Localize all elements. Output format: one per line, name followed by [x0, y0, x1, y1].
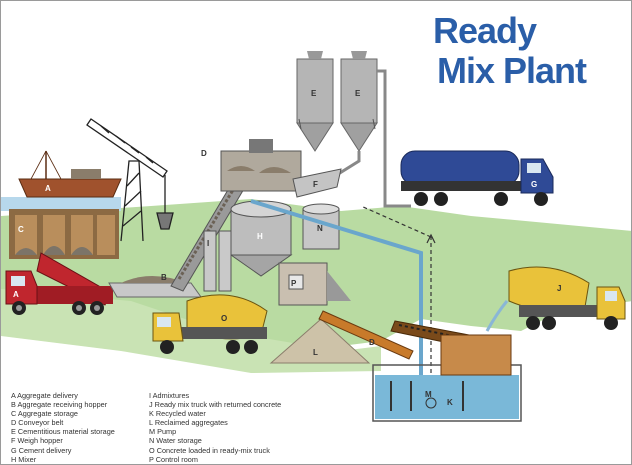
page-title-line-1: Ready: [433, 10, 537, 51]
legend-left-column: A Aggregate delivery B Aggregate receivi…: [11, 391, 115, 464]
label-o: O: [221, 314, 227, 323]
legend-item: I Admixtures: [149, 391, 190, 400]
page-title-line-2: Mix Plant: [437, 50, 587, 91]
label-j: J: [557, 284, 561, 293]
legend-item: D Conveyor belt: [11, 418, 64, 428]
water-storage-tank: N: [302, 203, 340, 250]
legend-item: E Cementitious material storage: [11, 427, 115, 437]
label-e-right: E: [355, 89, 361, 98]
legend-item: F Weigh hopper: [11, 436, 63, 446]
label-a-truck: A: [13, 290, 19, 299]
legend-item: O Concrete loaded in ready-mix truck: [149, 445, 270, 455]
label-a-ship: A: [45, 184, 51, 193]
legend-item: M Pump: [149, 427, 177, 437]
legend-item: P Control room: [149, 454, 198, 464]
label-n: N: [317, 224, 323, 233]
ship: A: [18, 150, 122, 198]
label-p: P: [291, 279, 297, 288]
label-g: G: [531, 180, 537, 189]
label-l: L: [313, 348, 318, 357]
cement-tanker-truck: G: [400, 150, 554, 206]
legend-item: H Mixer: [11, 454, 37, 464]
batching-plant: F: [220, 139, 342, 198]
legend-item: B Aggregate receiving hopper: [11, 400, 108, 410]
label-c: C: [18, 225, 24, 234]
legend-item: L Reclaimed aggregates: [149, 418, 228, 428]
label-k: K: [447, 398, 453, 407]
mixer: H: [229, 200, 293, 277]
label-d-top: D: [201, 149, 207, 158]
control-room: P: [278, 262, 351, 306]
reclaimer-system: D M K: [318, 310, 522, 422]
crane: [86, 118, 174, 242]
legend-item: J Ready mix truck with returned concrete: [149, 400, 282, 410]
legend-item: N Water storage: [149, 436, 202, 446]
label-i: I: [207, 239, 209, 248]
label-f: F: [313, 180, 318, 189]
ready-mix-truck-loading: O: [152, 294, 268, 354]
label-b: B: [161, 273, 167, 282]
cement-silos: E E: [296, 51, 411, 208]
legend-item: C Aggregate storage: [11, 409, 78, 419]
label-e-left: E: [311, 89, 317, 98]
legend-right-column: I Admixtures J Ready mix truck with retu…: [149, 391, 281, 464]
legend-item: A Aggregate delivery: [11, 391, 78, 400]
label-m: M: [425, 390, 432, 399]
red-dump-truck: A: [5, 252, 113, 315]
label-h: H: [257, 232, 263, 241]
legend-item: K Recycled water: [149, 409, 206, 419]
aggregate-storage-bins: C: [9, 209, 119, 259]
label-d-bottom: D: [369, 338, 375, 347]
reclaimed-aggregate-pile: L: [269, 318, 371, 364]
ready-mix-truck-returned: J: [485, 266, 626, 332]
legend-item: G Cement delivery: [11, 445, 72, 455]
harbor-water: [1, 197, 121, 211]
admixture-tanks: I: [203, 230, 232, 292]
